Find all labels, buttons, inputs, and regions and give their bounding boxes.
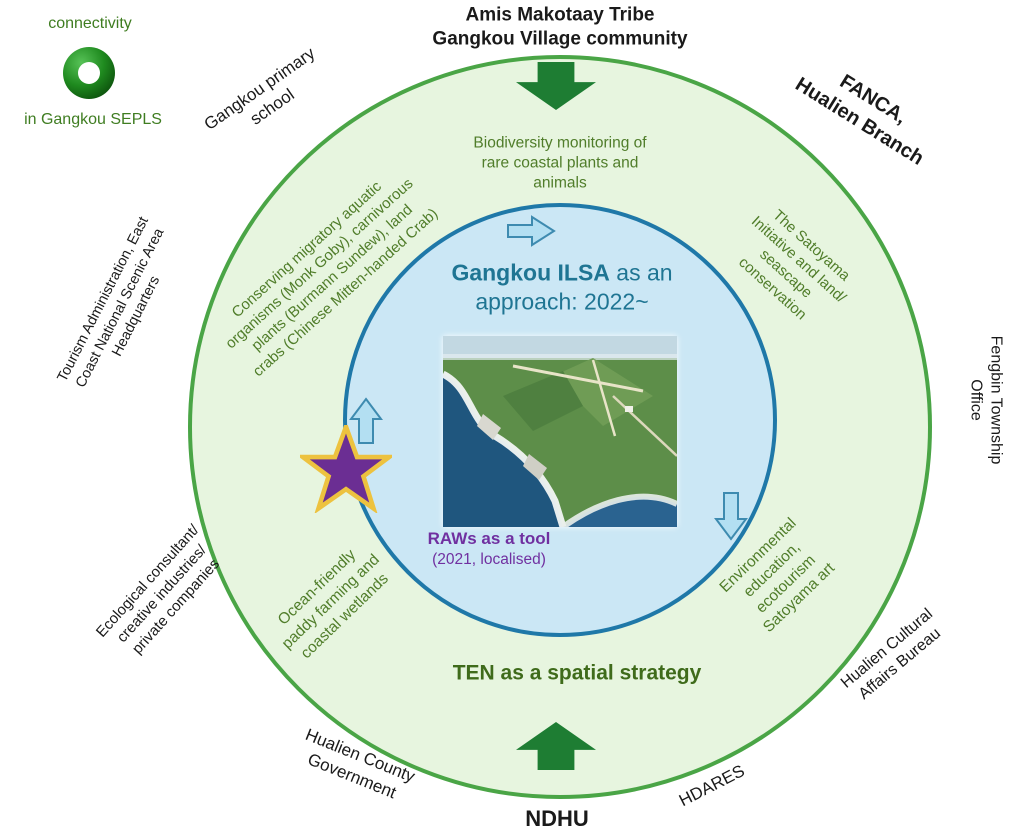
- raws-title: RAWs as a tool: [427, 529, 551, 549]
- label-tourism-administration: Tourism Administration, East Coast Natio…: [54, 214, 187, 402]
- title-bold-part: Gangkou ILSA: [451, 259, 610, 286]
- label-biodiversity-monitoring: Biodiversity monitoring of rare coastal …: [473, 133, 646, 192]
- raws-subtitle: (2021, localised): [432, 550, 546, 568]
- star-icon: [296, 420, 396, 518]
- label-ecological-consultant: Ecological consultant/ creative industri…: [92, 521, 232, 667]
- cycle-arrow-right-icon: [506, 215, 556, 252]
- label-ten-spatial-strategy: TEN as a spatial strategy: [452, 661, 702, 685]
- label-line: Gangkou Village community: [432, 29, 688, 50]
- label-ndhu: NDHU: [525, 805, 589, 831]
- aerial-coast-photo: [441, 336, 679, 530]
- cycle-arrow-up-icon: [349, 397, 383, 450]
- label-gangkou-primary-school: Gangkou primary school: [200, 43, 332, 153]
- label-line: Fengbin Township: [987, 335, 1005, 465]
- label-amis-tribe: Amis Makotaay Tribe Gangkou Village comm…: [432, 4, 687, 53]
- label-line: animals: [533, 173, 587, 191]
- legend-title: connectivity: [48, 14, 132, 32]
- label-fengbin-township-office: Fengbin Township Office: [965, 336, 1006, 465]
- label-line: Biodiversity monitoring of: [473, 134, 647, 152]
- title-line: Gangkou ILSA as an: [451, 259, 672, 288]
- title-line: approach: 2022~: [475, 289, 649, 315]
- label-line: Office: [967, 379, 984, 421]
- label-line: Amis Makotaay Tribe: [465, 4, 655, 26]
- legend-subtitle: in Gangkou SEPLS: [24, 110, 162, 128]
- connectivity-ring-icon: [60, 44, 118, 107]
- title-regular-part: as an: [609, 259, 673, 286]
- label-line: rare coastal plants and: [481, 154, 639, 172]
- ilsa-title: Gangkou ILSA as an approach: 2022~: [451, 259, 672, 318]
- cycle-arrow-down-icon: [714, 491, 748, 546]
- raws-caption: RAWs as a tool (2021, localised): [428, 528, 551, 570]
